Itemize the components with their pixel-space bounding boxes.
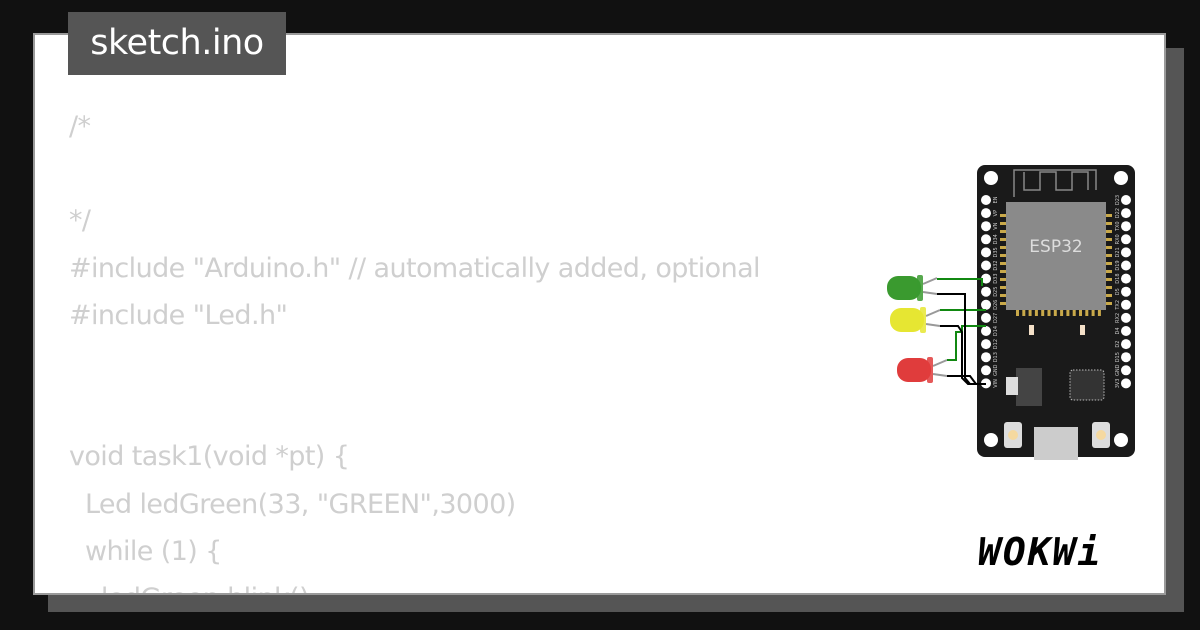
- pin-label: EN: [993, 196, 999, 203]
- pin-label: D27: [993, 313, 999, 323]
- pin-label: D19: [1115, 260, 1121, 270]
- leds: [887, 275, 948, 383]
- pin-d35[interactable]: [981, 247, 991, 258]
- pin-d34[interactable]: [981, 234, 991, 245]
- pin-label: D26: [993, 300, 999, 310]
- pin-label: D18: [1115, 273, 1121, 283]
- antenna: [1013, 169, 1097, 197]
- pin-label: D25: [993, 287, 999, 297]
- circuit-diagram: ESP32 ENVPVND34D35D32D33D25D26D27D14D12D…: [887, 165, 1135, 460]
- pin-label: D14: [993, 326, 999, 336]
- mounting-holes: [984, 171, 1128, 447]
- pin-label: D21: [1115, 247, 1121, 257]
- pin-gnd[interactable]: [1121, 365, 1131, 376]
- pin-gnd[interactable]: [981, 365, 991, 376]
- code-line: Led ledGreen(33, "GREEN",3000): [69, 488, 516, 520]
- pin-label: 3V3: [1115, 379, 1121, 389]
- pin-d14[interactable]: [981, 326, 991, 336]
- signal-wire: [937, 278, 983, 286]
- pin-label: D2: [1115, 341, 1121, 348]
- chip-pads: [1000, 214, 1112, 316]
- pin-d21[interactable]: [1121, 247, 1131, 258]
- pin-3v3[interactable]: [1121, 378, 1131, 389]
- pin-label: D12: [993, 339, 999, 349]
- code-line: void task1(void *pt) {: [69, 441, 350, 473]
- pin-d4[interactable]: [1121, 326, 1131, 336]
- pin-label: VP: [993, 210, 999, 216]
- pin-label: GND: [993, 364, 999, 376]
- pin-d33[interactable]: [981, 273, 991, 284]
- pin-d19[interactable]: [1121, 260, 1131, 271]
- pin-d23[interactable]: [1121, 195, 1131, 205]
- pin-label: D22: [1115, 208, 1121, 218]
- wokwi-logo: WOKWi: [978, 530, 1103, 574]
- usb-chip: [1069, 369, 1105, 401]
- pin-d32[interactable]: [981, 260, 991, 271]
- esp32-chip: [1006, 202, 1106, 310]
- pin-en[interactable]: [981, 195, 991, 205]
- file-title: sketch.ino: [68, 12, 286, 75]
- pin-label: TX2: [1115, 300, 1121, 311]
- pin-d2[interactable]: [1121, 339, 1131, 350]
- regulator-tab: [1006, 377, 1018, 395]
- pin-label: D4: [1115, 327, 1121, 334]
- pin-label: RX2: [1115, 313, 1121, 323]
- code-line: ​: [69, 339, 760, 386]
- code-line: /*: [69, 111, 91, 142]
- pin-vn[interactable]: [981, 221, 991, 232]
- pin-label: RX0: [1115, 234, 1121, 244]
- pin-rx2[interactable]: [1121, 312, 1131, 323]
- code-line: */: [69, 205, 91, 237]
- ground-wire: [940, 325, 986, 385]
- pin-label: D13: [993, 352, 999, 362]
- pin-rx0[interactable]: [1121, 234, 1131, 245]
- pin-label: TX0: [1115, 221, 1121, 232]
- reset-button-cap: [1096, 430, 1106, 440]
- led-red[interactable]: [897, 357, 948, 383]
- pin-d22[interactable]: [1121, 208, 1131, 219]
- code-line: ​: [69, 150, 760, 197]
- led-yellow[interactable]: [890, 307, 941, 333]
- code-line: ​: [69, 386, 760, 433]
- pin-d25[interactable]: [981, 286, 991, 297]
- chip-label: ESP32: [1029, 237, 1082, 257]
- pin-d27[interactable]: [981, 312, 991, 323]
- ground-wire: [947, 375, 986, 385]
- pin-d13[interactable]: [981, 352, 991, 363]
- usb-port: [1034, 427, 1078, 460]
- smd-led: [1080, 325, 1085, 335]
- code-line: #include "Led.h": [69, 299, 288, 331]
- pin-label: D35: [993, 247, 999, 257]
- pin-vp[interactable]: [981, 208, 991, 219]
- code-line: while (1) {: [69, 535, 222, 567]
- pin-d26[interactable]: [981, 299, 991, 310]
- pin-label: VIN: [993, 379, 999, 388]
- pin-label: D15: [1115, 352, 1121, 362]
- pin-d5[interactable]: [1121, 286, 1131, 297]
- pin-d12[interactable]: [981, 339, 991, 350]
- code-line: #include "Arduino.h" // automatically ad…: [69, 252, 761, 284]
- pin-label: D32: [993, 260, 999, 270]
- pin-d15[interactable]: [1121, 352, 1131, 363]
- pin-tx2[interactable]: [1121, 299, 1131, 310]
- voltage-regulator: [1016, 368, 1042, 406]
- boot-button-cap: [1008, 430, 1018, 440]
- pin-label: D34: [993, 234, 999, 244]
- pin-label: D23: [1115, 195, 1121, 205]
- pin-label: D5: [1115, 288, 1121, 295]
- led-green[interactable]: [887, 275, 938, 301]
- pin-label: GND: [1115, 364, 1121, 376]
- pin-tx0[interactable]: [1121, 221, 1131, 232]
- pin-label: D33: [993, 273, 999, 283]
- smd-led: [1029, 325, 1034, 335]
- wires: [937, 278, 986, 385]
- code-preview: /* ​ */ #include "Arduino.h" // automatical…: [69, 103, 761, 593]
- pin-d18[interactable]: [1121, 273, 1131, 284]
- pin-label: VN: [993, 222, 999, 229]
- code-line: ledGreen.blink();: [69, 575, 760, 593]
